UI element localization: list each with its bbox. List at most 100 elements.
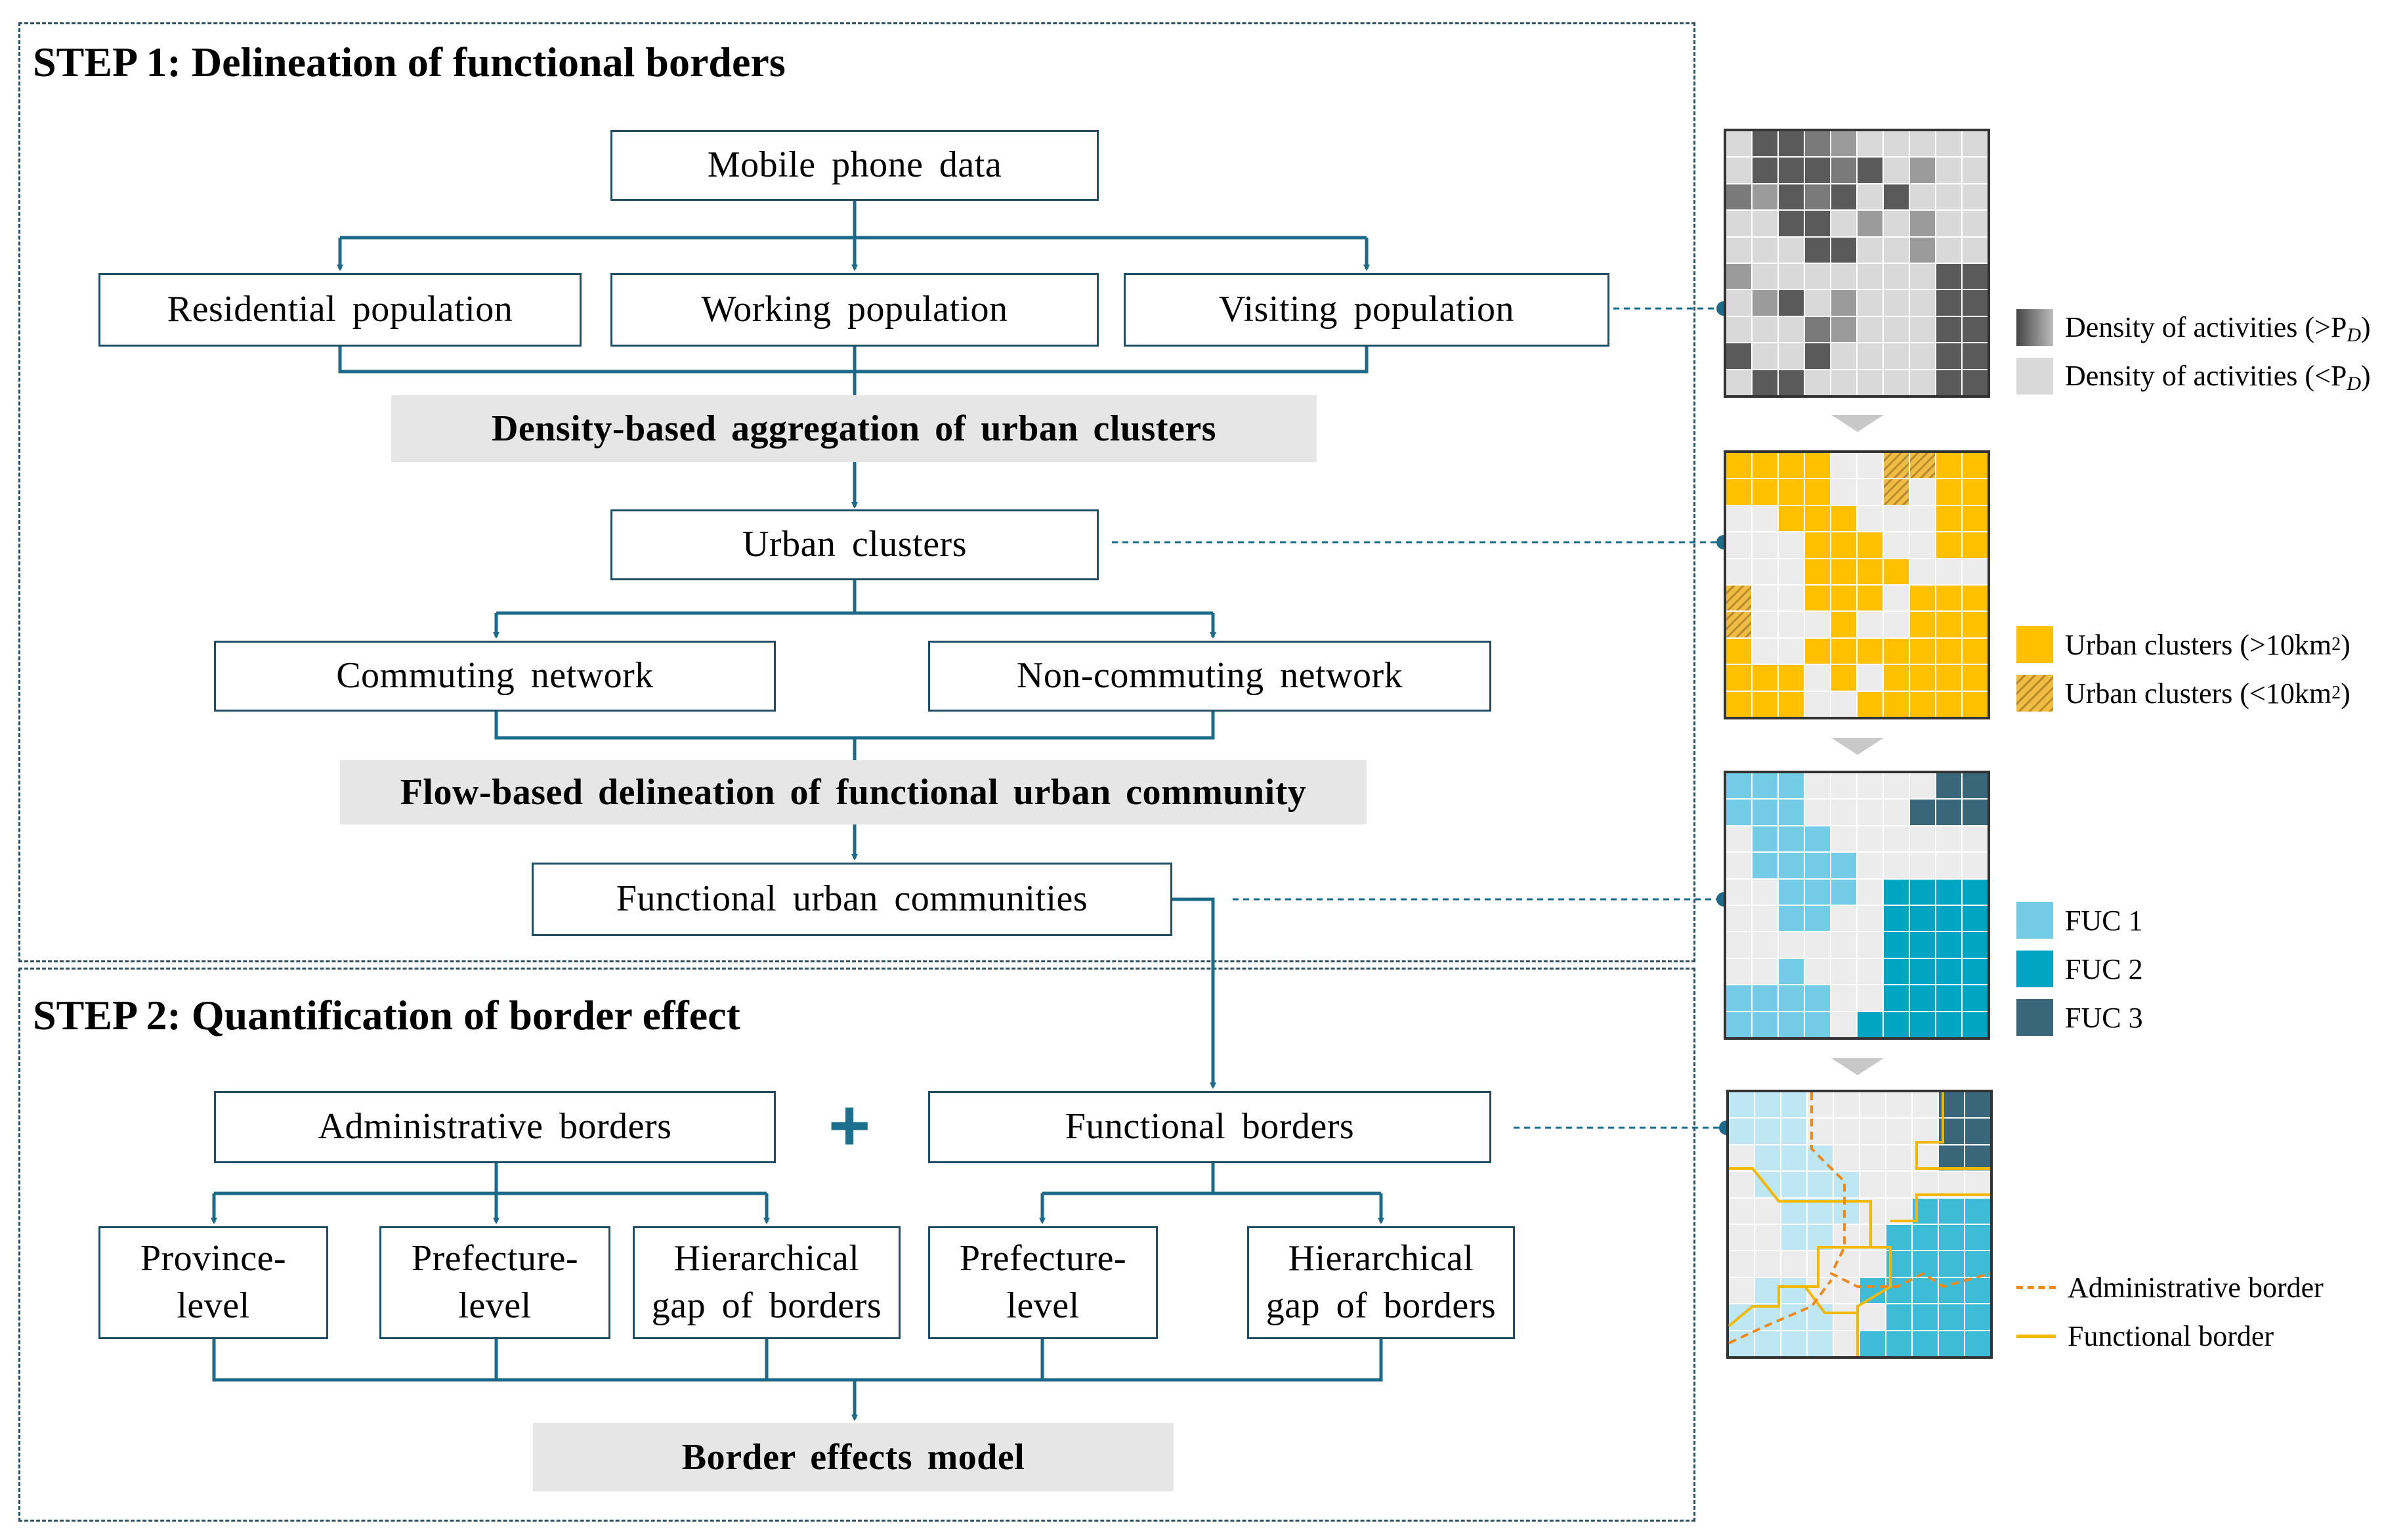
map-cell <box>1805 158 1830 183</box>
map-cell <box>1860 1225 1885 1251</box>
map-cell <box>1963 370 1988 395</box>
map-cell <box>1726 612 1751 637</box>
map-cell <box>1779 370 1804 395</box>
map-cell <box>1755 1198 1780 1224</box>
map-cell <box>1781 1145 1806 1171</box>
map-cell <box>1965 1145 1990 1171</box>
map-cell <box>1963 505 1988 532</box>
legend-admin-border: Administrative border <box>2016 1271 2324 1304</box>
map-cell <box>1726 638 1751 664</box>
map-cell <box>1753 264 1777 289</box>
map-cell <box>1755 1145 1780 1171</box>
down-arrow-icon <box>1831 1058 1884 1075</box>
map-cell <box>1884 932 1909 958</box>
map-cell <box>1939 1198 1964 1224</box>
map-cell <box>1805 612 1830 637</box>
map-cell <box>1779 586 1804 611</box>
map-cell <box>1963 665 1988 691</box>
map-cell <box>1936 532 1961 558</box>
map-cell <box>1884 264 1909 289</box>
map-cell <box>1831 800 1856 825</box>
map-cell <box>1963 131 1988 157</box>
map-cell <box>1858 826 1882 852</box>
map-cell <box>1884 131 1909 157</box>
legend-functional-border: Functional border <box>2016 1319 2274 1353</box>
map-cell <box>1831 665 1856 691</box>
map-cell <box>1910 932 1935 958</box>
map-cell <box>1860 1277 1885 1304</box>
map-cell <box>1726 131 1751 157</box>
step2-title: STEP 2: Quantification of border effect <box>33 992 740 1038</box>
map-cell <box>1726 343 1751 369</box>
map-cell <box>1860 1198 1885 1224</box>
map-cell <box>1805 479 1830 505</box>
map-cell <box>1884 906 1909 931</box>
map-cell <box>1726 665 1751 691</box>
map-cell <box>1858 879 1882 905</box>
map-cell <box>1726 316 1751 343</box>
map-cell <box>1936 290 1961 316</box>
map-cell <box>1805 586 1830 611</box>
map-cell <box>1753 586 1777 611</box>
map-cell <box>1831 638 1856 664</box>
map-cell <box>1808 1198 1833 1224</box>
map-cell <box>1779 343 1804 369</box>
map-cell <box>1726 453 1751 479</box>
map-cell <box>1963 316 1988 343</box>
map-cell <box>1886 1092 1911 1118</box>
map-cell <box>1753 665 1777 691</box>
legend-density-high-sub: D <box>2347 324 2361 346</box>
map-cell <box>1726 691 1751 717</box>
legend-density-low-end: ) <box>2360 360 2371 393</box>
map-cell <box>1834 1251 1859 1277</box>
map-cell <box>1858 264 1882 289</box>
map-cell <box>1753 316 1777 343</box>
map-cell <box>1808 1092 1833 1118</box>
map-cell <box>1805 532 1830 558</box>
map-cell <box>1858 612 1882 637</box>
map-cell <box>1910 532 1935 558</box>
map-cell <box>1963 906 1988 931</box>
map-cell <box>1884 691 1909 717</box>
map-cell <box>1753 879 1777 905</box>
legend-fuc1-label: FUC 1 <box>2065 904 2143 937</box>
map-cell <box>1781 1092 1806 1118</box>
map-cell <box>1726 958 1751 985</box>
map-cell <box>1963 800 1988 825</box>
map-cell <box>1886 1145 1911 1171</box>
map-cell <box>1936 343 1961 369</box>
map-cell <box>1858 158 1882 183</box>
map-cell <box>1808 1119 1833 1144</box>
map-cell <box>1860 1145 1885 1171</box>
map-cell <box>1726 237 1751 263</box>
map-cell <box>1913 1331 1938 1356</box>
map-cell <box>1858 453 1882 479</box>
map-cell <box>1936 264 1961 289</box>
map-cell <box>1753 691 1777 717</box>
map-cell <box>1805 773 1830 799</box>
map-cell <box>1884 237 1909 263</box>
map-cell <box>1910 586 1935 611</box>
map-cell <box>1886 1198 1911 1224</box>
map-cell <box>1860 1304 1885 1330</box>
map-cell <box>1808 1225 1833 1251</box>
map-cell <box>1726 505 1751 532</box>
map-cell <box>1805 826 1830 852</box>
visiting-population-box: Visiting population <box>1124 273 1609 347</box>
map-cell <box>1753 906 1777 931</box>
map-cell <box>1910 505 1935 532</box>
step2-frame <box>18 968 1695 1522</box>
residential-population-box: Residential population <box>98 273 582 347</box>
map-cell <box>1910 879 1935 905</box>
map-cell <box>1779 479 1804 505</box>
map-cell <box>1808 1145 1833 1171</box>
legend-swatch-fuc1 <box>2016 902 2053 939</box>
map-cell <box>1753 1012 1777 1037</box>
map-cell <box>1831 370 1856 395</box>
map-cell <box>1936 826 1961 852</box>
density-aggregation-process: Density-based aggregation of urban clust… <box>391 395 1317 462</box>
map-cell <box>1831 932 1856 958</box>
legend-swatch-urban <box>2016 626 2053 663</box>
